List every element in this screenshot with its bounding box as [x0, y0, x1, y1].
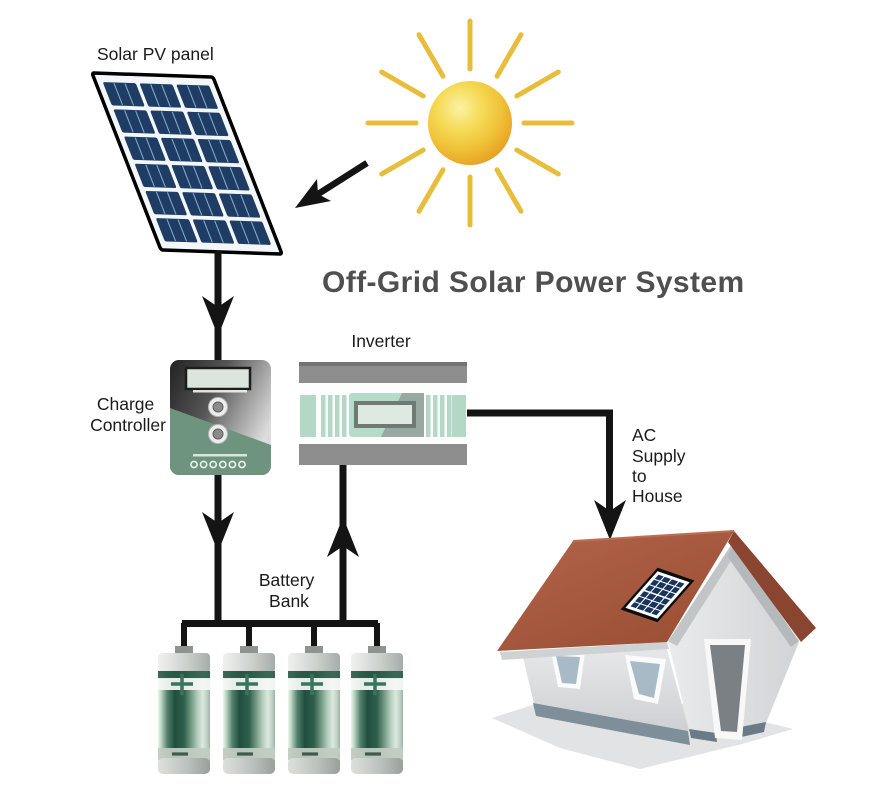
inverter-bottom-band	[299, 444, 467, 465]
roof-ridge	[572, 530, 735, 542]
controller-ports	[190, 460, 246, 469]
house	[492, 531, 816, 769]
battery-1	[156, 644, 212, 776]
roof-front-slope	[497, 531, 734, 651]
window-2-glass	[630, 661, 660, 698]
window-1-glass	[556, 656, 580, 684]
controller-lcd-line	[193, 390, 247, 393]
battery-3	[286, 644, 342, 776]
sun-rays	[365, 18, 575, 228]
wire-inverter-to-house	[467, 409, 613, 531]
roof-solar-panel	[625, 571, 689, 619]
charge-controller-label: Charge Controller	[90, 394, 166, 435]
controller-knob-bottom-center	[212, 428, 224, 440]
controller-lcd	[184, 366, 252, 391]
inverter-top-band	[299, 362, 467, 383]
front-fascia	[500, 642, 669, 660]
inverter	[299, 362, 467, 465]
charge-controller	[170, 360, 271, 475]
eave-shadow-left	[668, 545, 734, 646]
solar-pv-panel	[92, 0, 282, 254]
roof-right-slope	[728, 531, 816, 642]
wires	[181, 251, 613, 653]
ac-supply-label: AC Supply to House	[632, 425, 690, 506]
sun	[365, 18, 575, 228]
arrow-to-house	[594, 500, 626, 540]
inverter-vents	[300, 395, 466, 437]
door-panel	[710, 645, 745, 732]
arrow-battery-to-inverter	[327, 517, 359, 557]
controller-knob-top-center	[212, 401, 224, 413]
inverter-display-frame	[354, 401, 416, 428]
inverter-top-edge	[299, 362, 467, 366]
controller-bottom-line	[193, 454, 247, 457]
house-front-skirt	[533, 703, 690, 745]
house-gable-skirt-right	[740, 722, 766, 737]
flow-arrowheads	[202, 296, 626, 557]
eave-shadow-right	[727, 546, 799, 647]
arrow-panel-to-controller	[202, 296, 234, 336]
battery-bank	[156, 644, 405, 776]
page-title: Off-Grid Solar Power System	[322, 266, 745, 299]
sunlight-arrow	[295, 160, 369, 208]
battery-bank-label: Battery Bank	[259, 570, 319, 611]
solar-panel-label: Solar PV panel	[97, 44, 214, 64]
battery-2	[221, 644, 277, 776]
inverter-label: Inverter	[351, 331, 410, 351]
sun-disc	[428, 81, 512, 165]
arrow-controller-to-battery	[202, 512, 234, 552]
house-gable-skirt-left	[689, 729, 717, 742]
battery-4	[349, 644, 405, 776]
